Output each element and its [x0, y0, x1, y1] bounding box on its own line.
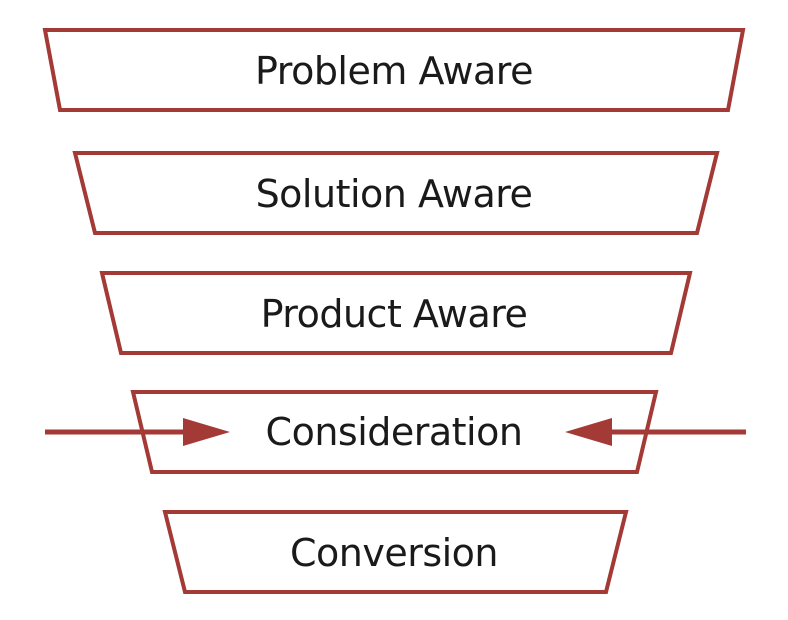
- stage-label: Product Aware: [261, 292, 528, 336]
- funnel-stage-product-aware: Product Aware: [99, 271, 693, 355]
- arrow-right-icon: [183, 418, 230, 446]
- funnel-stage-problem-aware: Problem Aware: [42, 28, 746, 112]
- stage-label: Solution Aware: [256, 172, 533, 216]
- stage-shape: [72, 151, 720, 235]
- stage-label: Problem Aware: [255, 49, 533, 93]
- funnel-stage-consideration: Consideration: [130, 390, 659, 474]
- stage-shape: [42, 28, 746, 112]
- arrow-left-pointing-right: [45, 418, 230, 446]
- arrow-left-icon: [565, 418, 612, 446]
- stage-label: Conversion: [290, 531, 498, 575]
- funnel-stage-conversion: Conversion: [162, 510, 629, 594]
- stage-shape: [162, 510, 629, 594]
- stage-shape: [99, 271, 693, 355]
- arrow-right-pointing-left: [565, 418, 746, 446]
- stage-label: Consideration: [266, 410, 523, 454]
- stage-shape: [130, 390, 659, 474]
- funnel-stage-solution-aware: Solution Aware: [72, 151, 720, 235]
